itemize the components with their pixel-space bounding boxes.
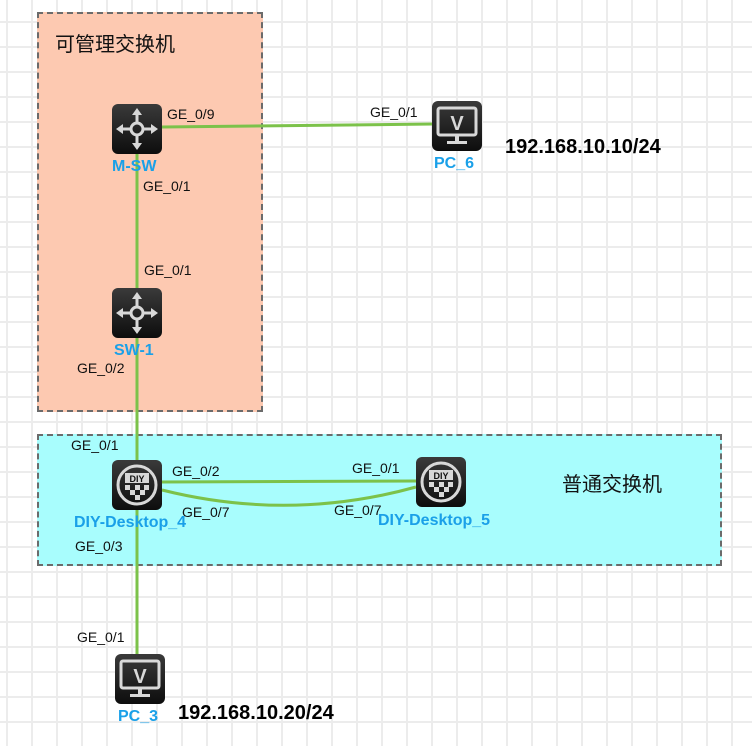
link-diy4-diy5-b[interactable] <box>161 485 417 507</box>
device-sw1[interactable] <box>112 288 162 338</box>
pc-icon: V <box>119 659 161 697</box>
device-name-pc6: PC_6 <box>434 155 475 172</box>
diy-icon: DIY <box>420 461 462 503</box>
device-name-pc3: PC_3 <box>118 708 159 725</box>
device-diy5[interactable]: DIY <box>416 457 466 507</box>
svg-text:DIY: DIY <box>433 471 448 481</box>
zone-managed-switches[interactable] <box>37 12 263 412</box>
port-label-sw1-ge02: GE_0/2 <box>77 360 125 376</box>
link-diy4-diy5-a[interactable] <box>161 479 417 484</box>
device-name-sw1: SW-1 <box>114 342 154 359</box>
link-msw-pc6[interactable] <box>161 122 434 129</box>
device-pc3[interactable]: V <box>115 654 165 704</box>
port-label-sw1-ge01: GE_0/1 <box>144 262 192 278</box>
svg-text:V: V <box>133 666 147 688</box>
diy-icon: DIY <box>116 464 158 506</box>
port-label-diy4-ge03: GE_0/3 <box>75 538 123 554</box>
port-label-diy5-ge07: GE_0/7 <box>334 502 382 518</box>
port-label-diy4-ge02: GE_0/2 <box>172 463 220 479</box>
device-pc6[interactable]: V <box>432 101 482 151</box>
port-label-msw-ge09: GE_0/9 <box>167 106 215 122</box>
port-label-pc6-ge01: GE_0/1 <box>370 104 418 120</box>
zone-normal-title: 普通交换机 <box>562 472 662 496</box>
device-msw[interactable] <box>112 104 162 154</box>
device-name-diy4: DIY-Desktop_4 <box>74 514 187 531</box>
ip-label-pc6: 192.168.10.10/24 <box>505 136 661 158</box>
switch-icon <box>116 108 158 150</box>
device-diy4[interactable]: DIY <box>112 460 162 510</box>
port-label-diy5-ge01: GE_0/1 <box>352 460 400 476</box>
port-label-diy4-ge07: GE_0/7 <box>182 504 230 520</box>
port-label-pc3-ge01: GE_0/1 <box>77 629 125 645</box>
pc-icon: V <box>436 106 478 144</box>
port-label-msw-ge01: GE_0/1 <box>143 178 191 194</box>
device-name-diy5: DIY-Desktop_5 <box>378 512 491 529</box>
zone-managed-title: 可管理交换机 <box>55 32 175 56</box>
ip-label-pc3: 192.168.10.20/24 <box>178 702 334 724</box>
switch-icon <box>116 292 158 334</box>
svg-text:V: V <box>450 113 464 135</box>
svg-text:DIY: DIY <box>129 474 144 484</box>
device-name-msw: M-SW <box>112 158 157 175</box>
port-label-diy4-ge01: GE_0/1 <box>71 437 119 453</box>
